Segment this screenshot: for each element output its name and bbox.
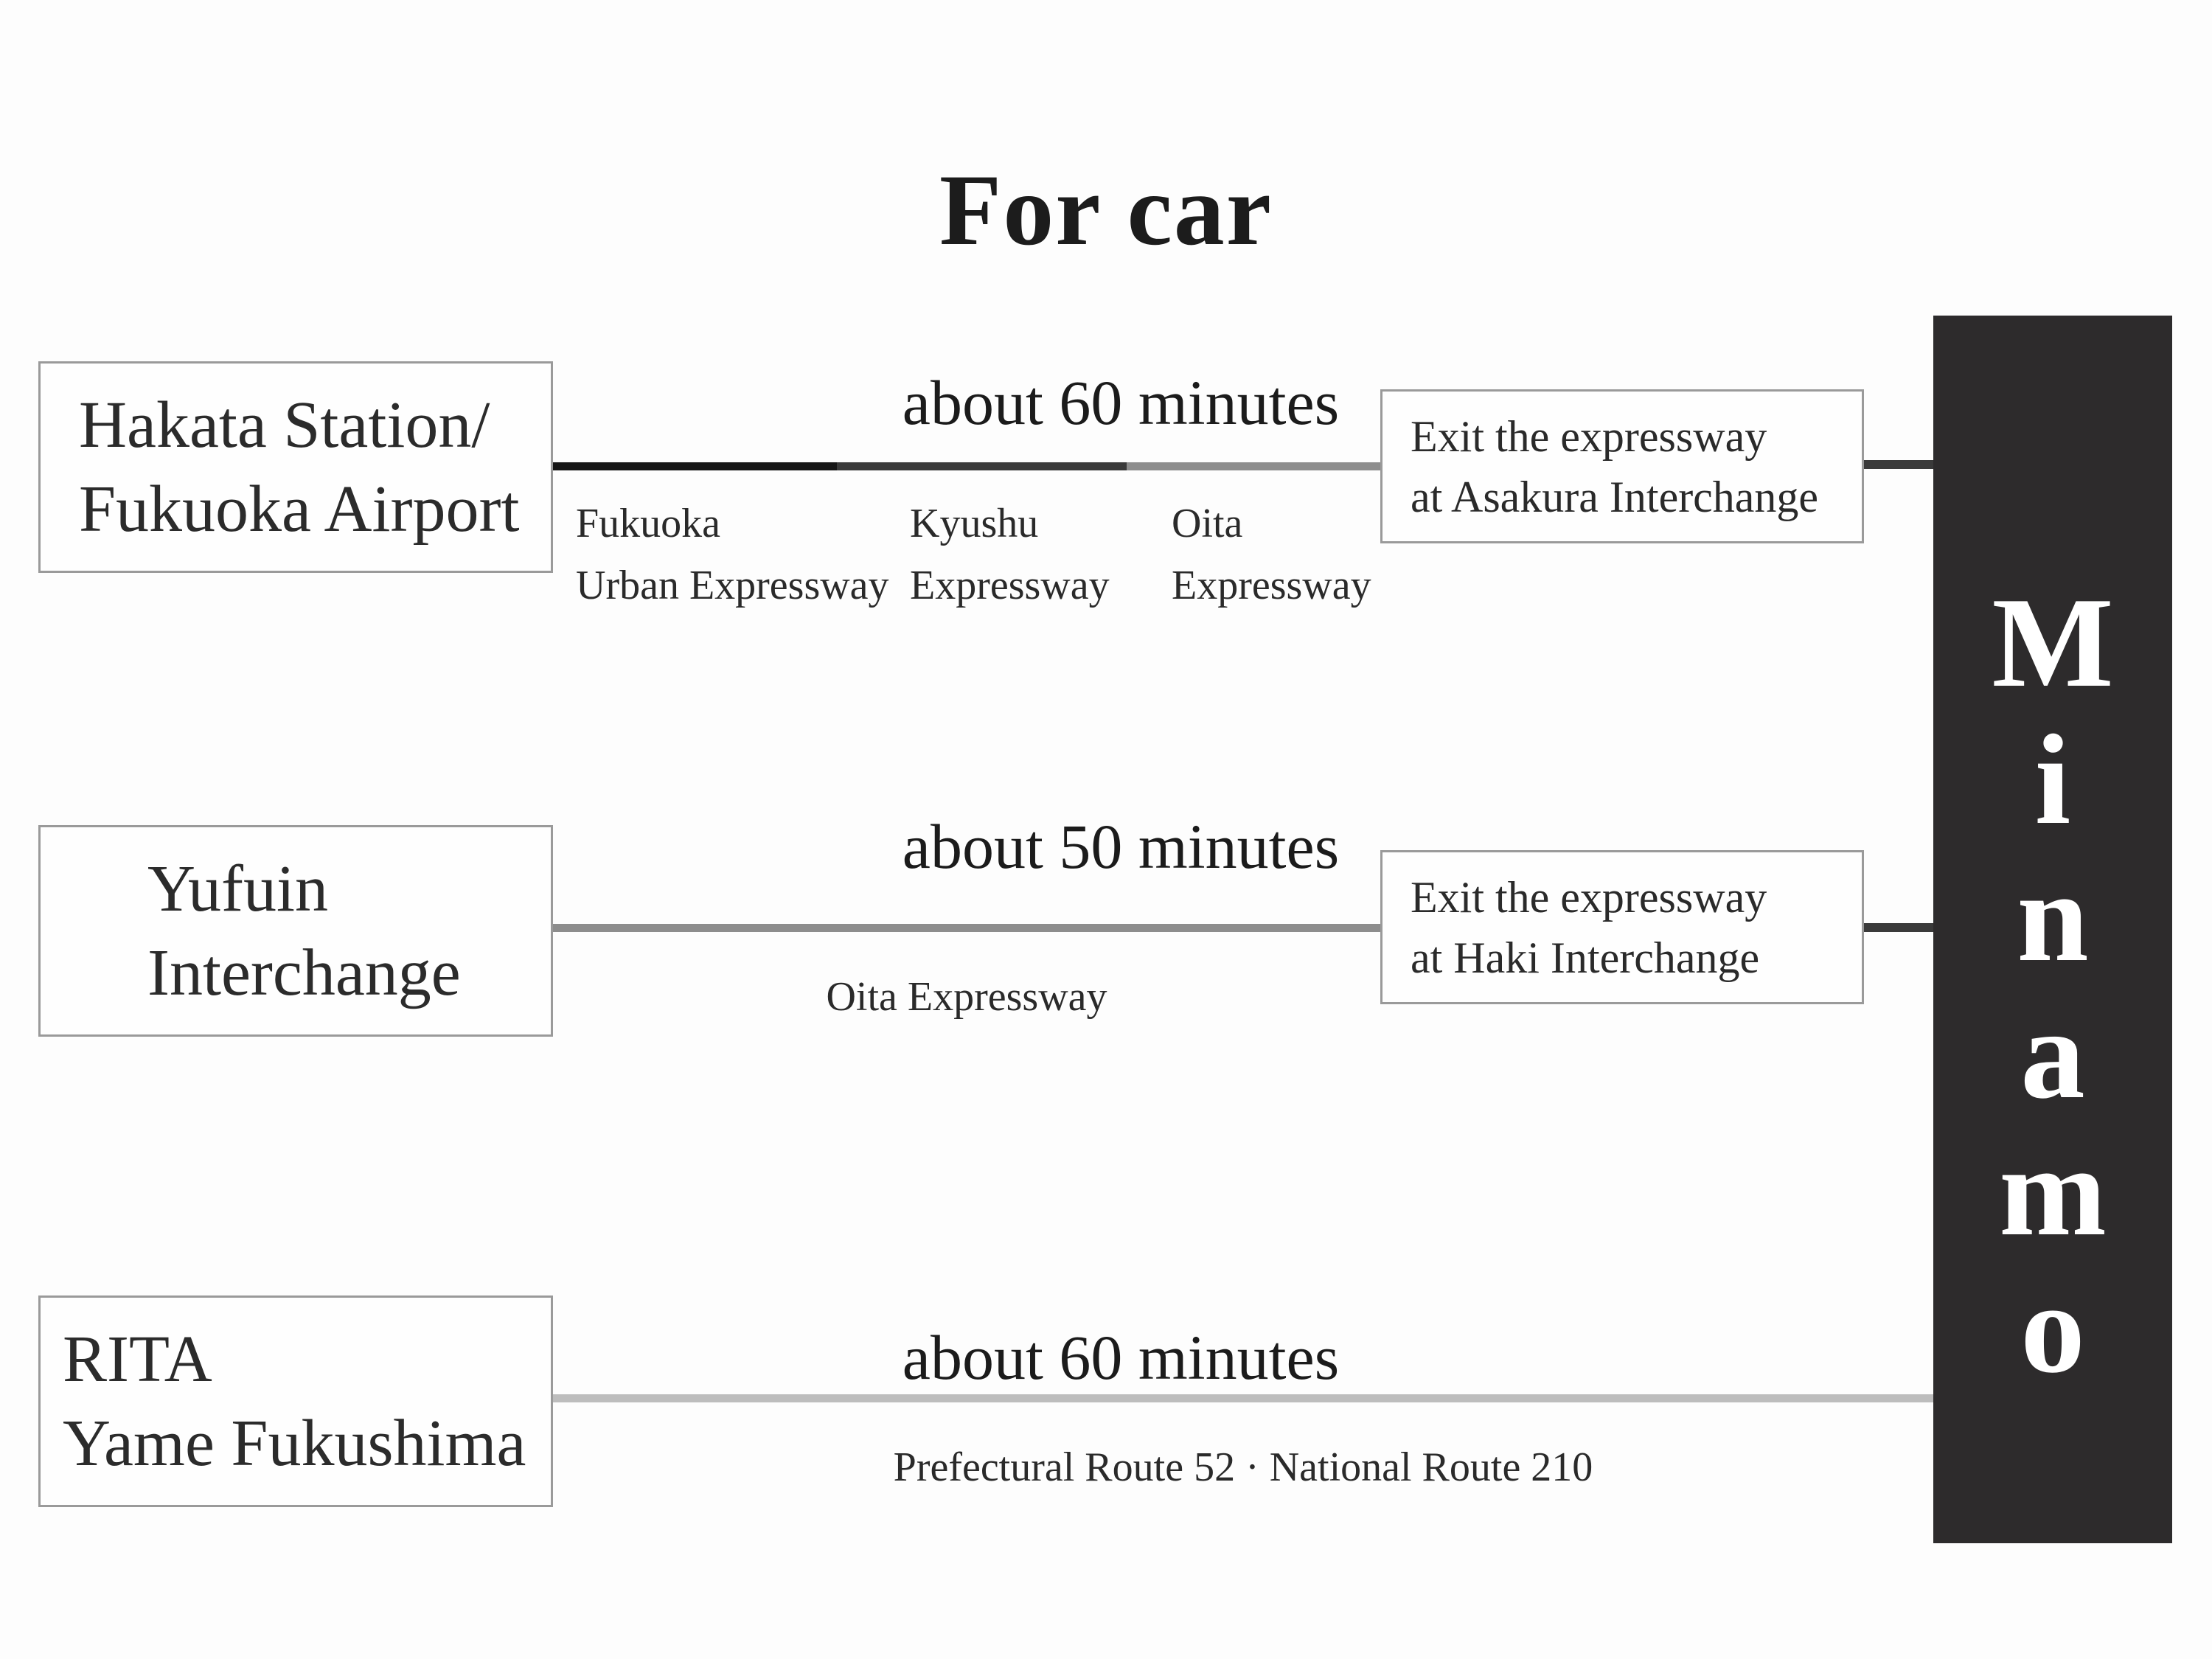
page-title: For car bbox=[939, 153, 1273, 266]
segment-label-oita-expressway: Oita Expressway bbox=[1172, 493, 1371, 616]
destination-letter: a bbox=[2020, 981, 2085, 1125]
origin-label-line1: Hakata Station/ bbox=[79, 388, 490, 462]
exit-label-line2: at Haki Interchange bbox=[1411, 933, 1760, 982]
exit-label-line1: Exit the expressway bbox=[1411, 872, 1767, 922]
destination-letter: m bbox=[1999, 1119, 2107, 1262]
route-label-prefectural-national: Prefectural Route 52 · National Route 21… bbox=[893, 1444, 1593, 1490]
segment-label-fukuoka-urban-expressway: Fukuoka Urban Expressway bbox=[576, 493, 889, 616]
segment-label-line2: Expressway bbox=[1172, 563, 1371, 608]
origin-label-line1: Yufuin bbox=[147, 852, 328, 925]
destination-letter: n bbox=[2017, 844, 2089, 988]
origin-box-yufuin-interchange: Yufuin Interchange bbox=[38, 825, 553, 1037]
duration-label-row2: about 50 minutes bbox=[902, 811, 1340, 882]
segment-label-line2: Expressway bbox=[910, 563, 1110, 608]
route-line-kyushu-expressway bbox=[837, 462, 1127, 470]
origin-box-hakata-fukuoka: Hakata Station/ Fukuoka Airport bbox=[38, 361, 553, 573]
connector-line-row2 bbox=[1864, 923, 1933, 932]
origin-label-line2: Yame Fukushima bbox=[63, 1406, 526, 1480]
exit-box-asakura-interchange: Exit the expressway at Asakura Interchan… bbox=[1380, 389, 1864, 543]
segment-label-line2: Urban Expressway bbox=[576, 563, 889, 608]
origin-label-line1: RITA bbox=[63, 1322, 212, 1396]
route-line-prefectural-national bbox=[553, 1394, 1933, 1402]
destination-letter: M bbox=[1992, 570, 2114, 714]
segment-label-line1: Fukuoka bbox=[576, 501, 720, 546]
exit-label-line2: at Asakura Interchange bbox=[1411, 472, 1819, 521]
origin-label-line2: Interchange bbox=[147, 936, 461, 1009]
exit-box-haki-interchange: Exit the expressway at Haki Interchange bbox=[1380, 850, 1864, 1004]
route-line-oita-expressway bbox=[1127, 462, 1380, 470]
destination-letter: o bbox=[2020, 1256, 2085, 1399]
duration-label-row3: about 60 minutes bbox=[902, 1322, 1340, 1393]
exit-label-line1: Exit the expressway bbox=[1411, 411, 1767, 461]
segment-label-line1: Oita bbox=[1172, 501, 1243, 546]
route-line-oita-expressway-row2 bbox=[553, 924, 1380, 932]
origin-label-line2: Fukuoka Airport bbox=[79, 472, 520, 546]
origin-box-rita-yame-fukushima: RITA Yame Fukushima bbox=[38, 1295, 553, 1507]
duration-label-row1: about 60 minutes bbox=[902, 367, 1340, 438]
segment-label-kyushu-expressway: Kyushu Expressway bbox=[910, 493, 1110, 616]
route-label-oita-expressway: Oita Expressway bbox=[826, 974, 1107, 1020]
destination-bar-minamo: M i n a m o bbox=[1933, 316, 2172, 1543]
destination-letter: i bbox=[2034, 707, 2071, 851]
route-line-fukuoka-urban-expressway bbox=[553, 462, 837, 470]
connector-line-row1 bbox=[1864, 460, 1933, 469]
segment-label-line1: Kyushu bbox=[910, 501, 1039, 546]
